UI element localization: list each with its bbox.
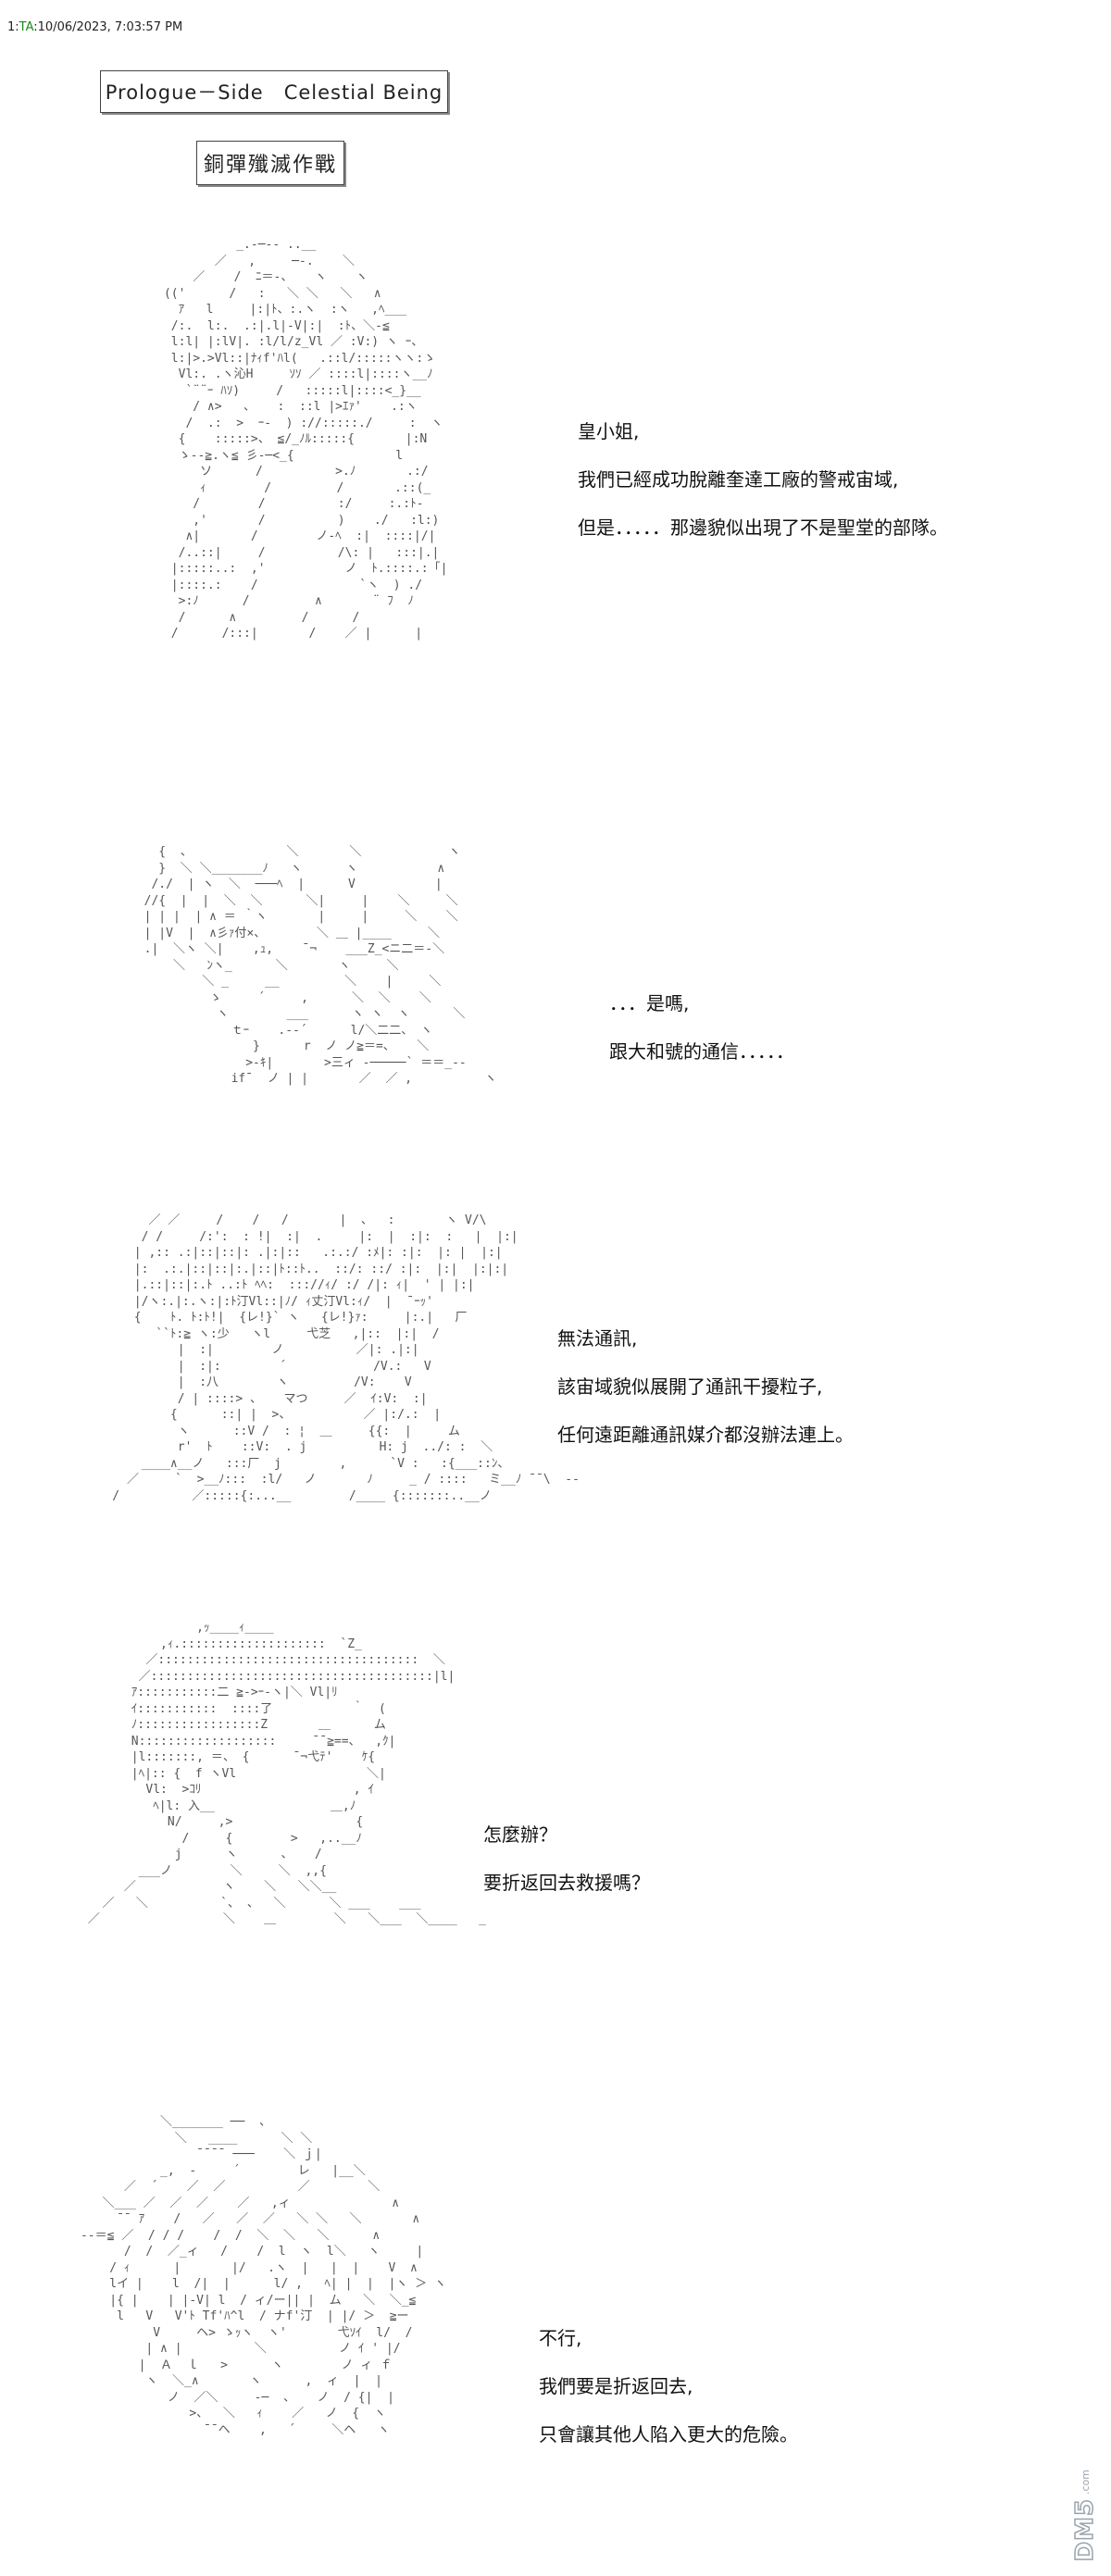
chapter-subtitle: 銅彈殲滅作戰 <box>196 141 344 185</box>
ascii-art-figure-1: _.-─‐- ..__ ／ , ─-. ＼ ／ / ﾆ＝‐、 ヽ ヽ ((' /… <box>163 238 448 641</box>
dialogue-line: 跟大和號的通信．．．．． <box>609 1040 794 1063</box>
poster-name[interactable]: TA <box>19 20 34 34</box>
dialogue-line: 不行, <box>539 2327 582 2349</box>
watermark-domain: .com <box>1079 2470 1092 2495</box>
ascii-art-figure-4: ,ｯ____ｨ____ ,ｨ.:::::::::::::::::::: `Z_ … <box>87 1621 486 1926</box>
ascii-art-figure-2: { 、 ＼ ＼ ヽ } ＼ ＼_______ﾉ ヽ ヽ ∧ /./ | ヽ ＼ … <box>144 845 497 1086</box>
dialogue-line: 皇小姐, <box>578 420 640 442</box>
ascii-art-figure-3: ／ ／ / / / | 、 : ヽ V/\ / / /:': : !| :| .… <box>112 1213 580 1503</box>
dialogue-line: 但是．．．．．那邊貌似出現了不是聖堂的部隊。 <box>578 516 948 539</box>
dialogue-line: 只會讓其他人陷入更大的危險。 <box>539 2423 798 2445</box>
post-timestamp: :10/06/2023, 7:03:57 PM <box>33 20 183 34</box>
dialogue-line: 我們要是折返回去, <box>539 2375 693 2397</box>
post-header: 1:TA:10/06/2023, 7:03:57 PM <box>7 20 183 34</box>
dialogue-line: ．．．是嗎, <box>609 992 690 1014</box>
dialogue-line: 我們已經成功脫離奎達工廠的警戒宙域, <box>578 468 899 491</box>
site-watermark-logo: .com DM5 <box>1067 2442 1104 2562</box>
dialogue-panel-2: ．．．是嗎, 跟大和號的通信．．．．． <box>609 979 794 1076</box>
post-number: 1 <box>7 20 16 34</box>
dialogue-line: 怎麼辦？ <box>483 1823 557 1846</box>
dialogue-panel-3: 無法通訊, 該宙域貌似展開了通訊干擾粒子, 任何遠距離通訊媒介都沒辦法連上。 <box>557 1314 854 1459</box>
dialogue-line: 任何遠距離通訊媒介都沒辦法連上。 <box>557 1424 854 1446</box>
dialogue-panel-5: 不行, 我們要是折返回去, 只會讓其他人陷入更大的危險。 <box>539 2314 798 2458</box>
watermark-text: DM5 <box>1070 2498 1100 2563</box>
ascii-art-figure-5: ＼_______ ── 、 ＼ ____ ＼ ＼ ¯¯¯¯ ─── ＼ ｊ| _… <box>80 2115 447 2437</box>
dialogue-line: 要折返回去救援嗎？ <box>483 1872 650 1894</box>
dialogue-line: 無法通訊, <box>557 1327 638 1350</box>
dialogue-line: 該宙域貌似展開了通訊干擾粒子, <box>557 1375 823 1398</box>
dialogue-panel-1: 皇小姐, 我們已經成功脫離奎達工廠的警戒宙域, 但是．．．．．那邊貌似出現了不是… <box>578 407 948 552</box>
chapter-title: Prologue－Side Celestial Being <box>100 70 448 113</box>
dialogue-panel-4: 怎麼辦？ 要折返回去救援嗎？ <box>483 1811 650 1907</box>
